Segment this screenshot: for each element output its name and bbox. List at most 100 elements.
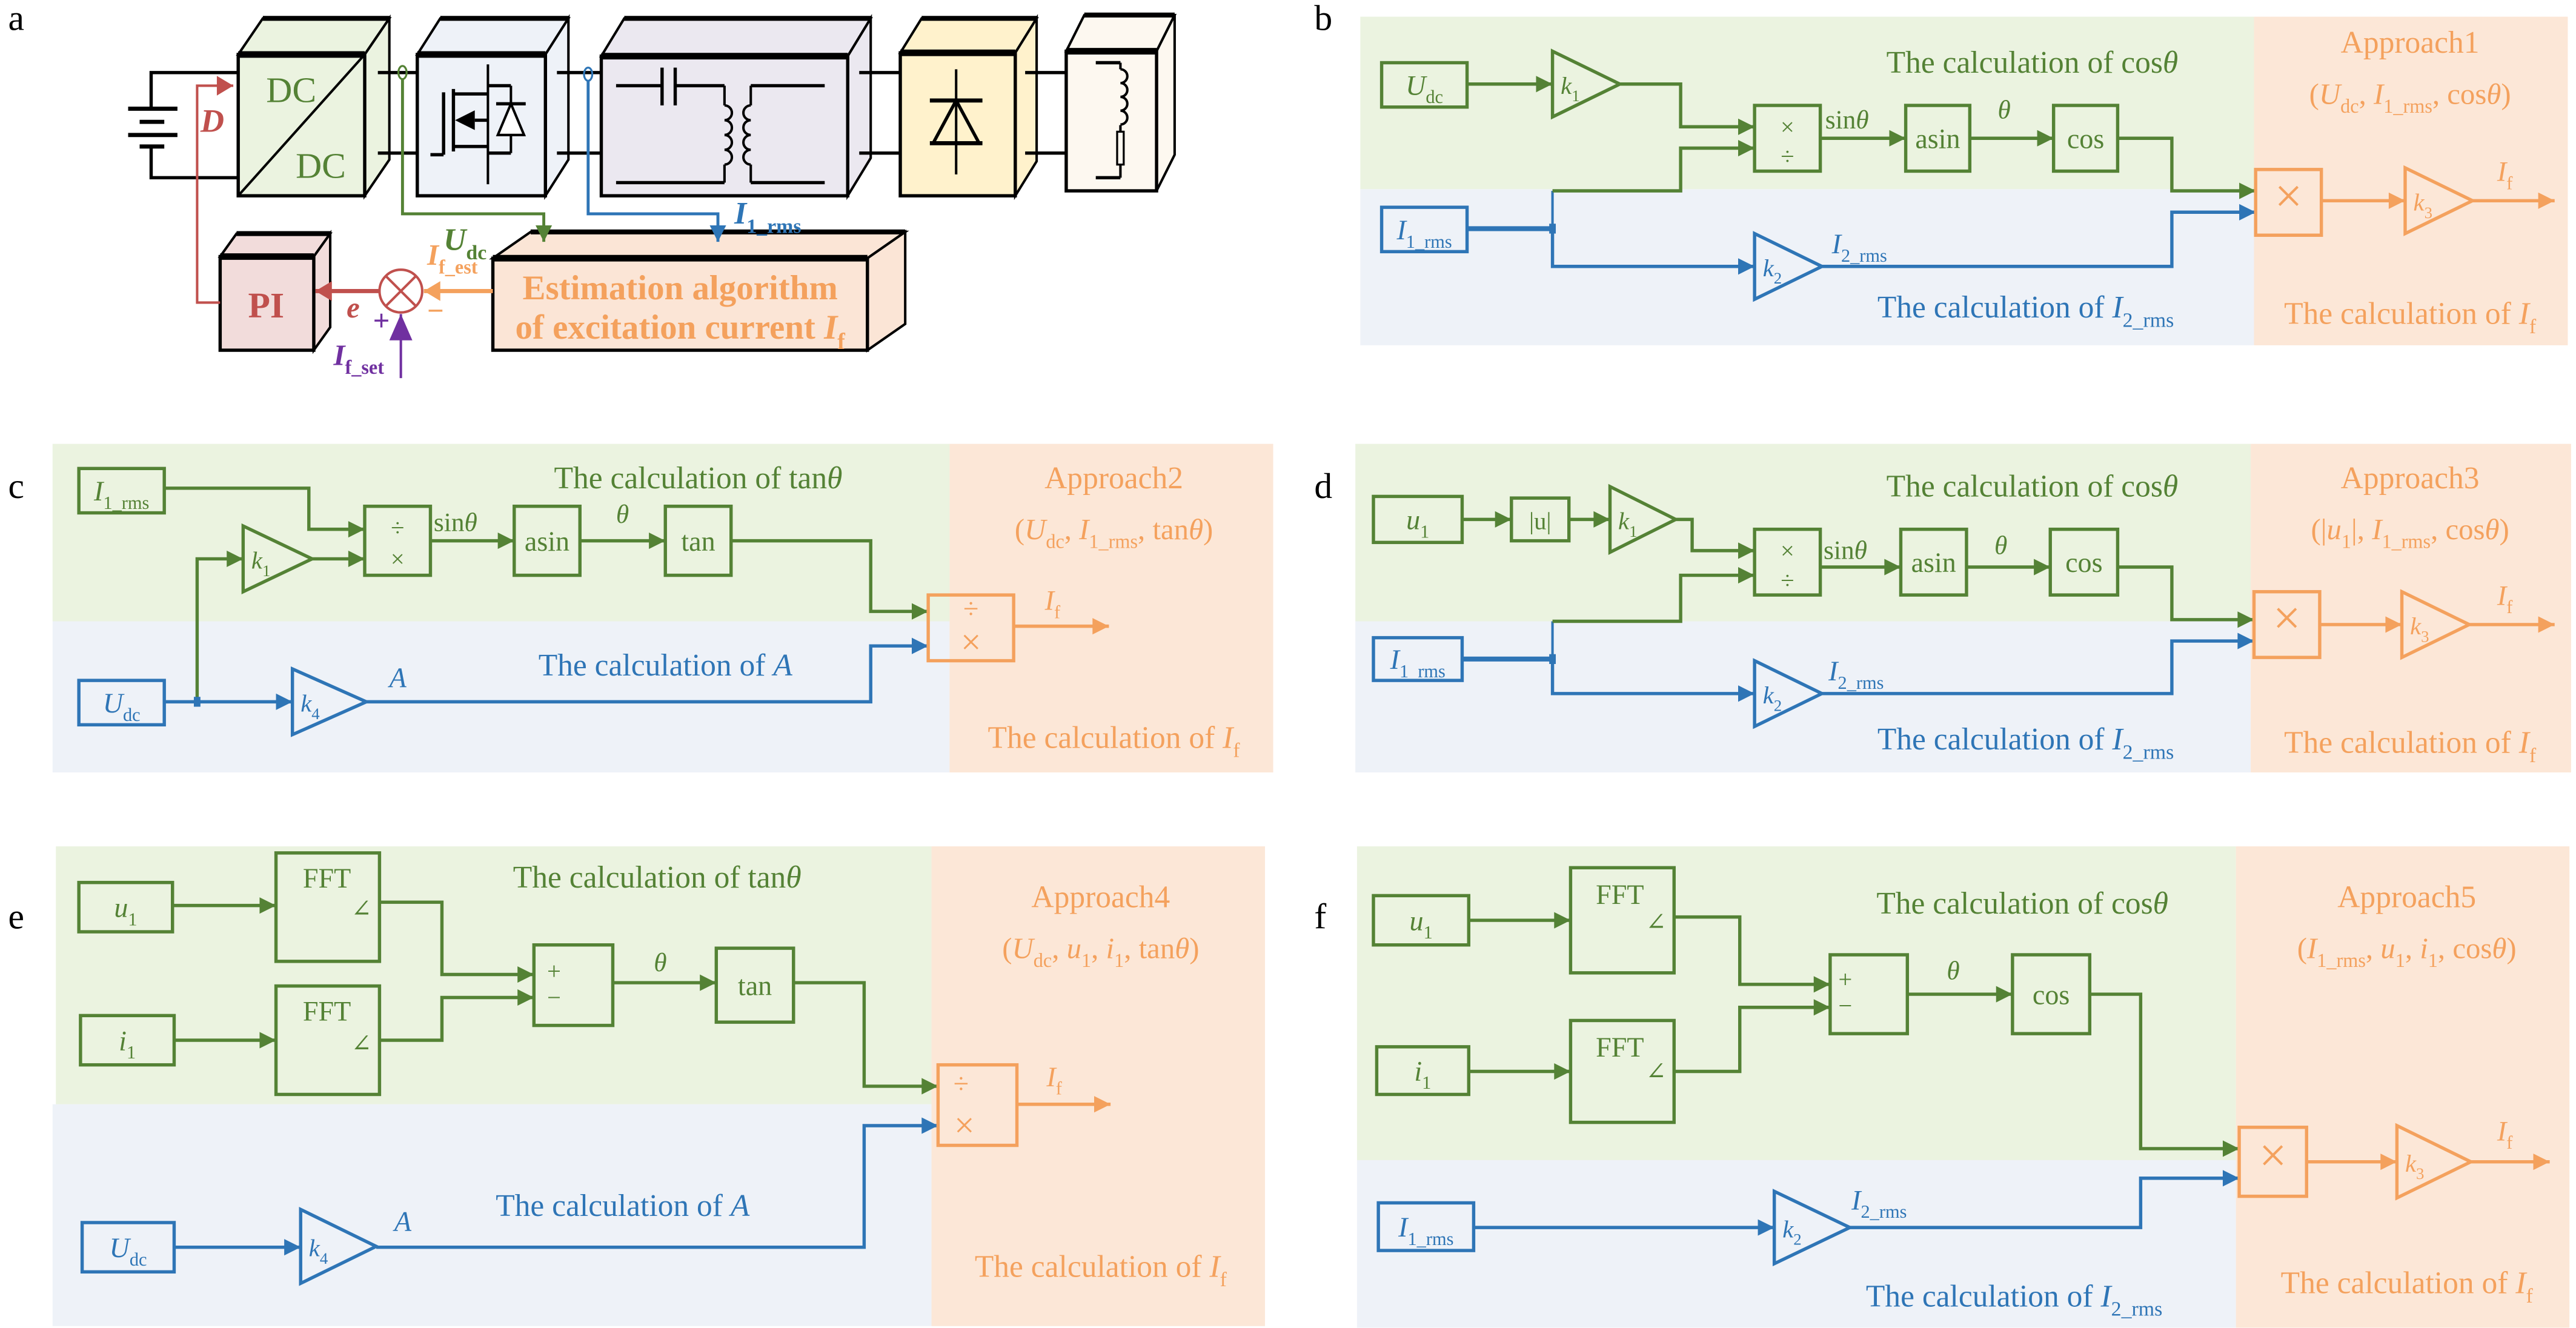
panel-label-f: f — [1314, 897, 1326, 937]
blue-section-title: The calculation of I2_rms — [1877, 290, 2174, 331]
k2-gain-label: k2 — [1782, 1215, 1801, 1248]
estimation-title-line1: Estimation algorithm — [522, 269, 837, 307]
signal-wire — [1550, 228, 1755, 275]
label-segment: (| — [2311, 513, 2326, 546]
label-segment: i — [1414, 1055, 1422, 1086]
label-segment: e — [347, 291, 360, 324]
label-segment: I — [2518, 725, 2531, 760]
panel-label-d: d — [1314, 466, 1332, 506]
signal-wire — [379, 989, 534, 1042]
label-segment: I — [2100, 1279, 2113, 1313]
arrowhead-icon — [276, 693, 293, 710]
arrowhead-icon — [517, 989, 534, 1006]
angle-icon: ∠ — [351, 1030, 372, 1057]
blue-section-title: The calculation of A — [539, 648, 793, 683]
arrowhead-icon — [2385, 616, 2402, 633]
arrowhead-icon — [1554, 1063, 1571, 1080]
wire-line — [366, 644, 929, 704]
arrowhead-icon — [2380, 1154, 2397, 1170]
signal-wire — [1820, 130, 1906, 147]
wire-line — [1552, 573, 1755, 623]
orange-section-bg — [949, 443, 1273, 772]
label-segment: θ — [2486, 78, 2501, 110]
fft-block-2 — [1569, 1018, 1676, 1124]
diode-icon — [488, 84, 526, 155]
label-segment: I — [2497, 1115, 2508, 1146]
if-output-label: If — [2497, 156, 2513, 194]
label-segment: The calculation of — [1866, 1279, 2101, 1313]
k3-gain-label: k3 — [2414, 189, 2432, 222]
ifset-label: If_set — [333, 339, 384, 378]
label-segment: f_set — [345, 356, 384, 378]
load-box — [1064, 12, 1177, 193]
arrowhead-icon — [517, 966, 534, 983]
wire-line — [376, 1124, 938, 1249]
fft-label: FFT — [1596, 879, 1644, 910]
green-section-title: The calculation of tanθ — [554, 461, 843, 496]
label-segment: U — [103, 688, 125, 719]
junction-dot — [1549, 654, 1556, 664]
label-segment: dc — [1034, 949, 1052, 971]
label-segment: The calculation of tan — [513, 860, 786, 895]
arrowhead-icon — [1738, 567, 1755, 584]
arrowhead-icon — [259, 1032, 276, 1049]
label-segment: dc — [1046, 531, 1064, 553]
label-segment: The calculation of — [1877, 722, 2113, 757]
arrowhead-icon — [1738, 542, 1755, 559]
dcdc-diagonal — [237, 53, 366, 197]
label-segment: θ — [1947, 957, 1959, 986]
label-segment: 1 — [1424, 922, 1433, 943]
label-segment: , — [1091, 932, 1106, 964]
box-top-face — [599, 17, 873, 58]
label-segment: I — [427, 239, 440, 271]
label-segment: u — [1410, 905, 1424, 936]
arrowhead-icon — [536, 225, 553, 242]
label-segment: I — [2111, 722, 2124, 757]
label-segment: θ — [2492, 932, 2506, 964]
label-segment: 3 — [2425, 204, 2432, 222]
wire-line — [196, 84, 234, 304]
arrowhead-icon — [709, 225, 726, 242]
inverter-box — [415, 14, 571, 201]
label-segment: I — [1390, 644, 1401, 675]
ifset-signal-wire — [389, 314, 413, 379]
approach-title: Approach3 — [2341, 461, 2480, 496]
signal-wire — [580, 533, 666, 549]
if-output — [2469, 616, 2555, 633]
sin-theta-label: sinθ — [1824, 536, 1867, 565]
ifest-label: If_est — [427, 239, 478, 278]
arrowhead-icon — [389, 314, 413, 340]
arrowhead-icon — [1813, 999, 1830, 1016]
plus-sign: + — [373, 305, 390, 337]
orange-section-bg — [931, 846, 1266, 1326]
arrowhead-icon — [921, 1078, 938, 1095]
label-segment: The calculation of — [496, 1189, 731, 1223]
label-segment: I — [2306, 932, 2319, 964]
cos-block — [2048, 527, 2120, 597]
green-section-bg — [52, 443, 950, 622]
tan-block-label: tan — [738, 970, 772, 1001]
arrowhead-icon — [1536, 76, 1553, 93]
label-segment: 1_rms — [2383, 95, 2432, 117]
k2-gain-label: k2 — [1763, 254, 1782, 287]
label-segment: 1_rms — [746, 216, 801, 238]
orange-section-title: The calculation of If — [988, 720, 1241, 762]
excitation-winding-icon — [1095, 61, 1129, 180]
label-segment: f — [2529, 745, 2537, 767]
label-segment: dc — [2340, 95, 2359, 117]
arrowhead-icon — [2237, 611, 2254, 628]
arrowhead-icon — [1593, 511, 1610, 528]
coil-icon — [1120, 68, 1129, 126]
label-segment: , — [2366, 932, 2380, 964]
signal-wire — [1462, 511, 1512, 528]
label-segment: sin — [1824, 536, 1854, 565]
label-segment: f — [2526, 1285, 2533, 1307]
k2-gain — [1753, 231, 1826, 302]
label-segment: 1 — [2342, 531, 2351, 553]
label-segment: The calculation of cos — [1887, 469, 2163, 503]
label-segment: ( — [1002, 932, 1012, 964]
label-segment: 2_rms — [2123, 309, 2174, 331]
k1-gain-label: k1 — [1561, 72, 1579, 105]
